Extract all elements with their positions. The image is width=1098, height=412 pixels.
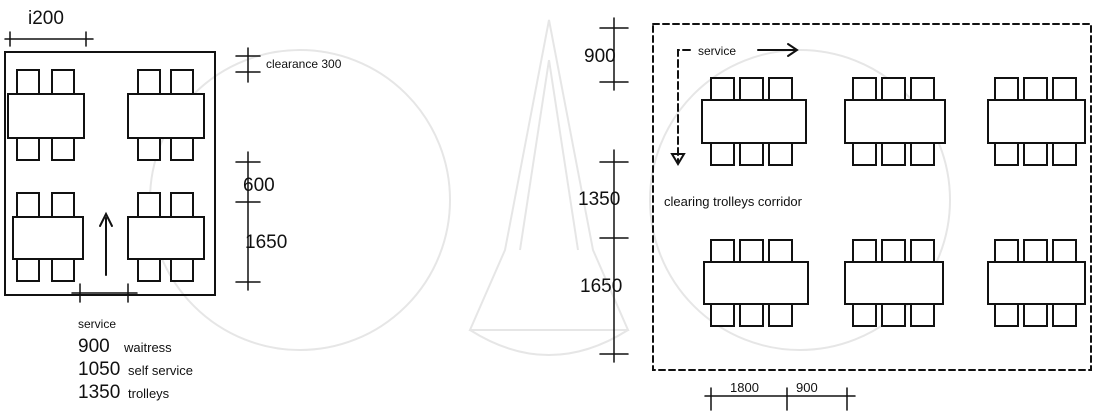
chair: [16, 137, 40, 161]
right-plan: 900 1350 1650 service: [578, 17, 1092, 411]
table-group: [12, 192, 84, 282]
row-dimension: 1650: [245, 232, 287, 253]
chair: [1023, 239, 1048, 263]
chair: [881, 77, 906, 101]
table: [127, 216, 205, 260]
table: [844, 99, 946, 144]
chair: [1023, 142, 1048, 166]
clearance-label: clearance 300: [266, 57, 342, 71]
chair: [910, 239, 935, 263]
chair: [881, 239, 906, 263]
chair: [710, 239, 735, 263]
up-arrow-icon: [99, 211, 113, 276]
left-width-dimension: i200: [28, 8, 64, 29]
chair: [1052, 239, 1077, 263]
chair: [710, 142, 735, 166]
table-group: [7, 69, 85, 161]
service-route-label: service: [698, 44, 736, 58]
table: [703, 261, 809, 305]
chair: [768, 77, 793, 101]
bottom-aisle-dimension: 900: [796, 380, 818, 395]
chair: [994, 77, 1019, 101]
chair: [852, 239, 877, 263]
chair: [1052, 303, 1077, 327]
chair: [710, 303, 735, 327]
chair: [170, 69, 194, 95]
row-dimension: 1650: [580, 276, 622, 297]
chair: [910, 142, 935, 166]
left-room-outline: [4, 51, 216, 296]
bottom-table-dimension: 1800: [730, 380, 759, 395]
chair: [994, 303, 1019, 327]
chair: [51, 258, 75, 282]
table-group: [701, 77, 807, 166]
legend-value: 1350: [78, 382, 120, 403]
chair: [768, 239, 793, 263]
corridor-dimension: 1350: [578, 189, 620, 210]
legend-value: 1050: [78, 359, 120, 380]
chair: [170, 258, 194, 282]
chair: [994, 142, 1019, 166]
chair: [170, 192, 194, 218]
chair: [852, 77, 877, 101]
chair: [1052, 142, 1077, 166]
chair: [881, 142, 906, 166]
chair: [16, 192, 40, 218]
chair: [137, 192, 161, 218]
chair: [137, 137, 161, 161]
chair: [852, 303, 877, 327]
chair: [739, 142, 764, 166]
table-group: [127, 69, 205, 161]
corridor-label: clearing trolleys corridor: [664, 194, 803, 209]
table: [987, 261, 1086, 305]
legend-text: self service: [128, 363, 193, 378]
legend-text: waitress: [123, 340, 172, 355]
chair: [768, 303, 793, 327]
chair: [739, 303, 764, 327]
chair: [881, 303, 906, 327]
table: [701, 99, 807, 144]
table: [844, 261, 944, 305]
chair: [1023, 77, 1048, 101]
service-label: service: [78, 317, 116, 331]
chair: [137, 258, 161, 282]
chair: [51, 192, 75, 218]
table-group: [987, 77, 1086, 166]
chair: [137, 69, 161, 95]
left-plan: i200: [4, 8, 342, 403]
chair: [852, 142, 877, 166]
chair: [739, 77, 764, 101]
table-group: [844, 77, 946, 166]
chair: [1023, 303, 1048, 327]
clearance-legend: 900 waitress 1050 self service 1350 trol…: [78, 336, 193, 403]
right-room-outline: [652, 23, 1092, 371]
legend-value: 900: [78, 336, 110, 357]
gap-dimension: 600: [243, 175, 275, 196]
chair: [170, 137, 194, 161]
chair: [51, 69, 75, 95]
chair: [710, 77, 735, 101]
legend-text: trolleys: [128, 386, 170, 401]
chair: [739, 239, 764, 263]
table-group: [987, 239, 1086, 327]
service-route: service: [670, 43, 799, 166]
chair: [51, 137, 75, 161]
chair: [16, 69, 40, 95]
chair: [910, 77, 935, 101]
table-group: [127, 192, 205, 282]
table: [12, 216, 84, 260]
table: [127, 93, 205, 139]
top-clearance-dimension: 900: [584, 46, 616, 67]
chair: [910, 303, 935, 327]
chair: [994, 239, 1019, 263]
chair: [1052, 77, 1077, 101]
table: [987, 99, 1086, 144]
chair: [768, 142, 793, 166]
table: [7, 93, 85, 139]
table-group: [703, 239, 809, 327]
chair: [16, 258, 40, 282]
table-group: [844, 239, 944, 327]
